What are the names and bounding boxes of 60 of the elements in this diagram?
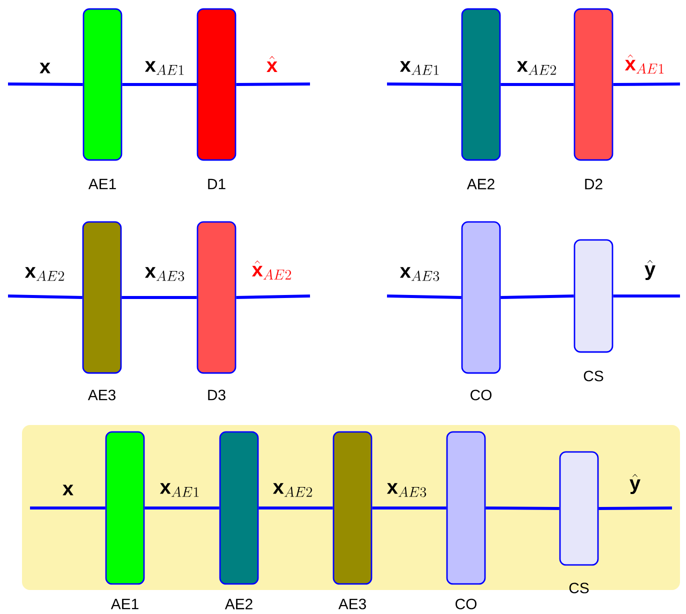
edge-label: $\hat{\mathbf{x}}_{AE2}$ — [252, 260, 291, 280]
connector-line — [500, 294, 574, 299]
edge-label: $\mathbf{x}_{AE2}$ — [516, 61, 556, 75]
edge-label: $\mathbf{x}_{AE3}$ — [144, 267, 184, 282]
edge-label: $\mathbf{x}_{AE2}$ — [272, 483, 312, 497]
node-label: D2 — [585, 178, 602, 190]
node-label: CS — [584, 370, 604, 382]
edge-label: $\mathbf{x}_{AE1}$ — [400, 61, 439, 75]
connector-line — [613, 294, 680, 298]
edge-label: $\hat{\mathbf{x}}_{AE1}$ — [624, 54, 664, 74]
connector-line — [144, 506, 220, 510]
node-label: AE2 — [224, 598, 252, 610]
connector-line — [8, 294, 82, 299]
connector-line — [500, 82, 574, 86]
layer-block: AE1 — [82, 8, 122, 190]
edge-label: $\mathbf{x}_{AE1}$ — [160, 483, 199, 497]
connector-line — [236, 294, 310, 299]
node-label: AE3 — [338, 598, 366, 610]
node-label: AE3 — [88, 390, 116, 400]
layer-block: CS — [559, 451, 599, 594]
connector-line — [613, 82, 680, 86]
node-label: CO — [456, 598, 476, 610]
layer-block: AE1 — [105, 431, 145, 610]
edge-label: $\mathbf{x}_{AE3}$ — [386, 483, 426, 498]
node-label: AE2 — [466, 178, 494, 190]
node-label: CS — [569, 582, 589, 594]
connector-line — [236, 82, 310, 86]
layer-block: AE3 — [332, 431, 372, 610]
connector-line — [486, 506, 560, 510]
connector-line — [598, 506, 672, 510]
layer-block: D3 — [196, 221, 236, 400]
layer-block: AE2 — [461, 8, 501, 190]
connector-line — [122, 82, 197, 86]
edge-label: $\hat{\mathbf{y}}$ — [630, 474, 640, 494]
node-label: AE1 — [110, 598, 138, 610]
layer-block: D1 — [196, 8, 236, 190]
node-label: D3 — [208, 390, 226, 400]
layer-block: CS — [574, 239, 614, 382]
edge-label: $\mathbf{x}_{AE1}$ — [144, 61, 184, 75]
connector-line — [372, 506, 446, 510]
edge-label: $\mathbf{x}$ — [40, 62, 50, 74]
edge-label: $\mathbf{x}_{AE2}$ — [24, 267, 64, 281]
connector-line — [30, 506, 106, 510]
connector-line — [122, 296, 197, 299]
connector-line — [258, 506, 333, 510]
edge-label: $\hat{\mathbf{x}}$ — [266, 56, 278, 72]
node-label: CO — [470, 390, 492, 400]
connector-line — [8, 82, 83, 86]
layer-block: CO — [446, 431, 486, 610]
layer-block: AE2 — [219, 431, 259, 610]
node-label: D1 — [208, 178, 226, 190]
connector-line — [387, 82, 462, 86]
layer-block: AE3 — [82, 221, 122, 400]
layer-block: CO — [461, 221, 501, 400]
edge-label: $\mathbf{x}$ — [62, 484, 74, 496]
edge-label: $\hat{\mathbf{y}}$ — [644, 260, 656, 280]
connector-line — [386, 294, 462, 299]
layer-block: D2 — [574, 8, 614, 190]
node-label: AE1 — [88, 178, 116, 190]
edge-label: $\mathbf{x}_{AE3}$ — [400, 267, 440, 282]
